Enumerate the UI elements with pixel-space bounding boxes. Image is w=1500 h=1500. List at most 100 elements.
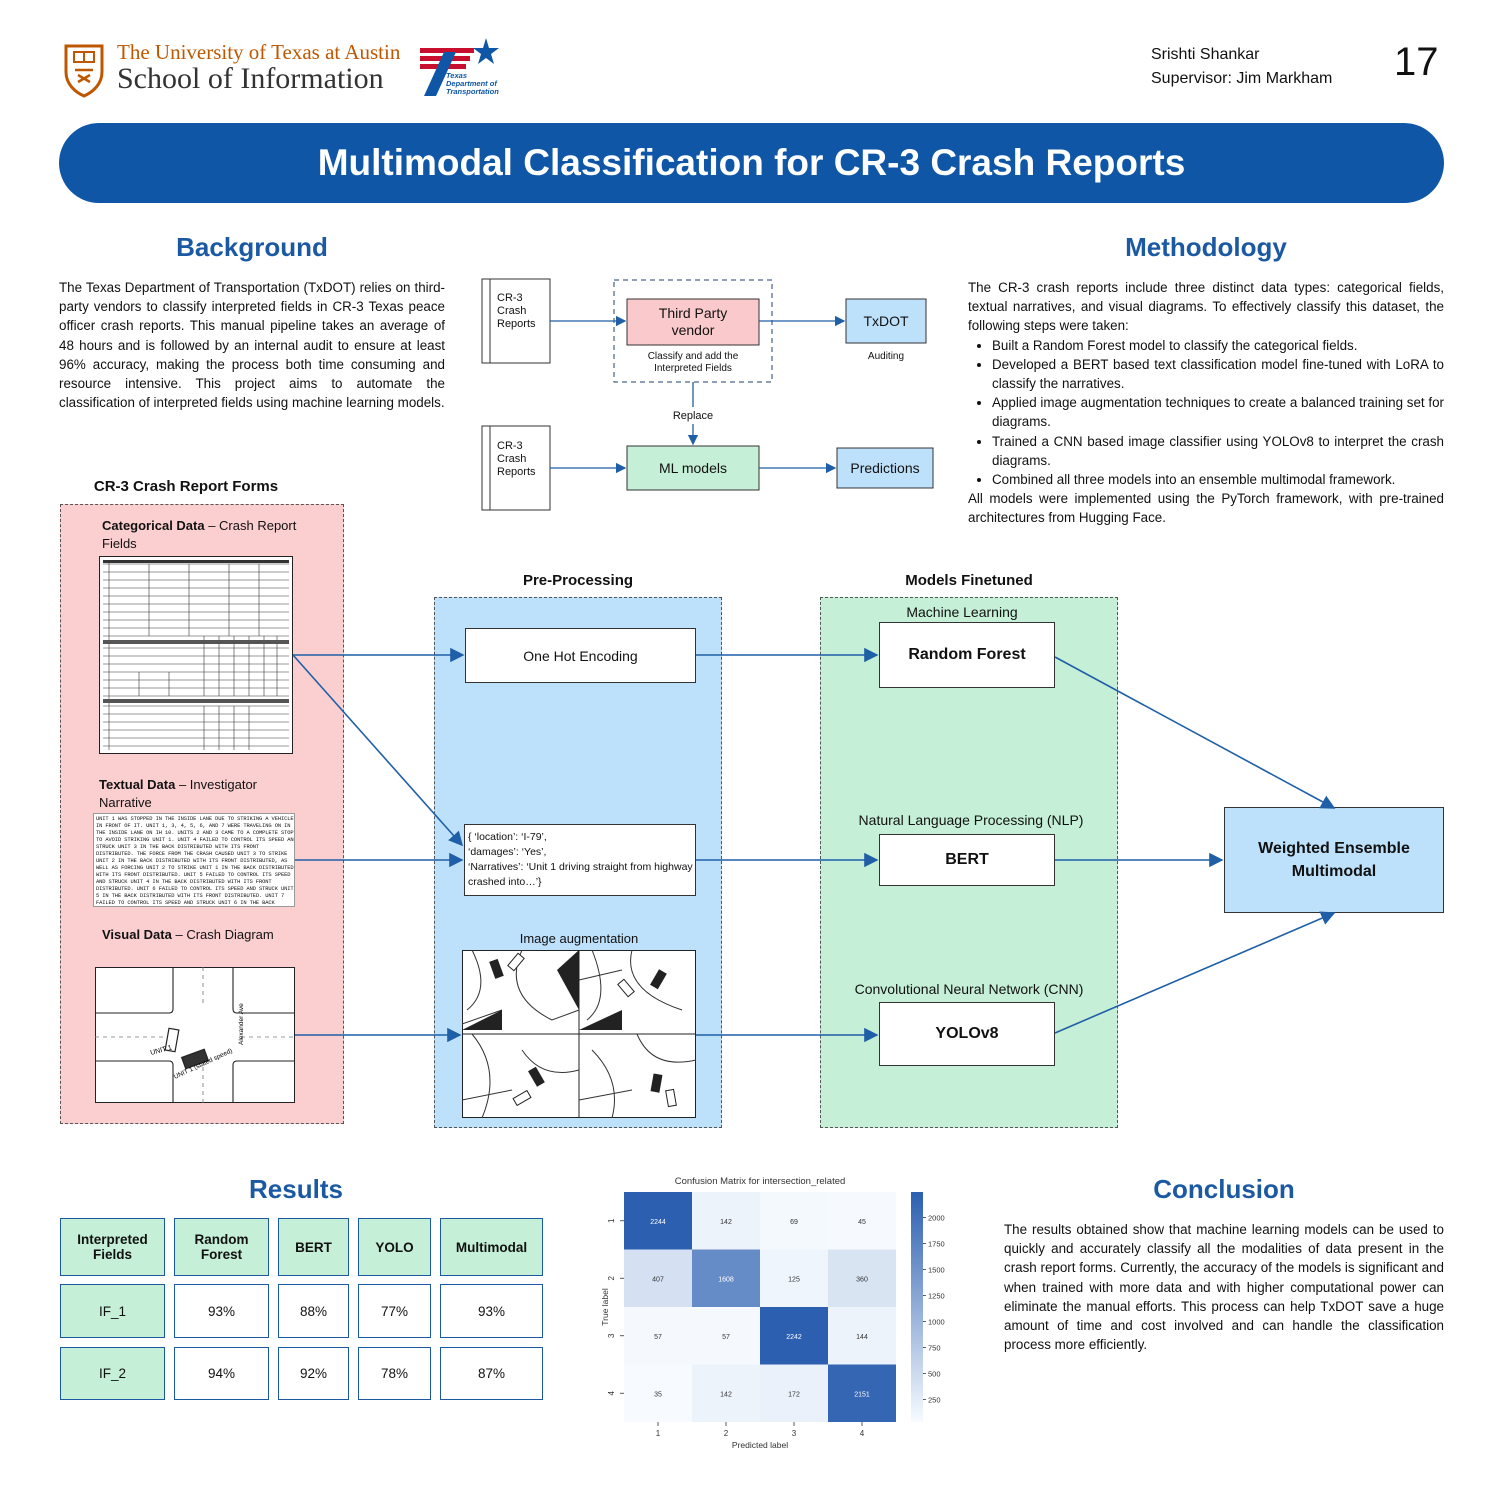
colorbar-tick-label: 2000 bbox=[928, 1213, 945, 1222]
methodology-block: The CR-3 crash reports include three dis… bbox=[968, 278, 1444, 528]
heatmap-cell-value: 2242 bbox=[786, 1334, 802, 1341]
one-hot-encoding-box: One Hot Encoding bbox=[465, 628, 696, 683]
nlp-category-label: Natural Language Processing (NLP) bbox=[858, 812, 1084, 828]
colorbar-tick-label: 250 bbox=[928, 1396, 941, 1405]
ut-line1: The University of Texas at Austin bbox=[117, 40, 401, 64]
heatmap-cell bbox=[692, 1249, 760, 1307]
txdot-logo: Texas Department of Transportation bbox=[416, 36, 500, 98]
flow-predictions-box: Predictions bbox=[850, 460, 920, 476]
x-axis-label: Predicted label bbox=[732, 1440, 788, 1450]
methodology-step: Built a Random Forest model to classify … bbox=[992, 336, 1444, 355]
results-header-cell: YOLO bbox=[358, 1218, 431, 1276]
methodology-heading: Methodology bbox=[1125, 232, 1287, 262]
heatmap-cell-value: 142 bbox=[720, 1391, 732, 1398]
preproc-heading: Pre-Processing bbox=[522, 572, 634, 589]
conclusion-text: The results obtained show that machine l… bbox=[1004, 1222, 1444, 1353]
heatmap-cell bbox=[760, 1192, 828, 1250]
x-tick-label: 1 bbox=[656, 1429, 661, 1438]
heatmap-cell bbox=[624, 1364, 692, 1422]
narrative-line: WITH ITS FRONT DISTRIBUTED. UNIT 5 FAILE… bbox=[96, 872, 291, 878]
categorical-label: Categorical Data – Crash Report Fields bbox=[102, 517, 302, 553]
visual-label: Visual Data – Crash Diagram bbox=[102, 926, 302, 944]
flow-txdot-caption: Auditing bbox=[867, 351, 905, 362]
visual-label-bold: Visual Data bbox=[102, 927, 172, 942]
heatmap-cell bbox=[828, 1364, 896, 1422]
chart-title: Confusion Matrix for intersection_relate… bbox=[675, 1176, 846, 1187]
narrative-line: AND STRUCK UNIT 4 IN THE BACK DISTRIBUTE… bbox=[96, 879, 272, 885]
x-tick-label: 2 bbox=[724, 1429, 729, 1438]
models-heading: Models Finetuned bbox=[905, 572, 1033, 589]
heatmap-cell-value: 142 bbox=[720, 1219, 732, 1226]
json-line: crashed into…’} bbox=[468, 876, 542, 888]
narrative-line: FAILED TO CONTROL ITS SPEED AND STRUCK U… bbox=[96, 900, 275, 906]
heatmap-cell-value: 1608 bbox=[718, 1276, 734, 1283]
ut-logo: The University of Texas at Austin School… bbox=[63, 40, 403, 100]
title-banner: Multimodal Classification for CR-3 Crash… bbox=[59, 123, 1444, 203]
methodology-step: Applied image augmentation techniques to… bbox=[992, 393, 1444, 431]
poster-title: Multimodal Classification for CR-3 Crash… bbox=[317, 142, 1186, 183]
results-cell: 92% bbox=[278, 1347, 349, 1400]
flow-replace-label: Replace bbox=[672, 410, 714, 422]
colorbar-tick-label: 1250 bbox=[928, 1291, 945, 1300]
methodology-step: Trained a CNN based image classifier usi… bbox=[992, 432, 1444, 470]
ml-category-label: Machine Learning bbox=[906, 604, 1018, 620]
json-line: ‘damages’: ‘Yes’, bbox=[468, 846, 547, 858]
narrative-line: DISTRIBUTED. THE FORCE FROM THE CRASH CA… bbox=[96, 851, 288, 857]
flow-vendor-box: Third Party vendor bbox=[658, 305, 728, 338]
methodology-step: Developed a BERT based text classificati… bbox=[992, 355, 1444, 393]
textual-label-bold: Textual Data bbox=[99, 777, 176, 792]
narrative-line: UNIT 1 WAS STOPPED IN THE INSIDE LANE DU… bbox=[96, 816, 294, 822]
y-tick-label: 4 bbox=[607, 1390, 616, 1395]
heatmap-cell-value: 57 bbox=[722, 1334, 730, 1341]
heatmap-cell-value: 2244 bbox=[650, 1219, 666, 1226]
results-heading: Results bbox=[249, 1174, 343, 1204]
heatmap-cell-value: 45 bbox=[858, 1219, 866, 1226]
txdot-logo-text: Texas Department of Transportation bbox=[446, 71, 499, 96]
heatmap-cell bbox=[828, 1307, 896, 1365]
colorbar-tick-label: 1000 bbox=[928, 1318, 945, 1327]
narrative-line: DISTRIBUTED. UNIT 6 FAILED TO CONTROL IT… bbox=[96, 886, 294, 892]
heatmap-cell-value: 69 bbox=[790, 1219, 798, 1226]
random-forest-box: Random Forest bbox=[879, 622, 1055, 688]
heatmap-cell bbox=[624, 1307, 692, 1365]
yolov8-box: YOLOv8 bbox=[879, 1002, 1055, 1066]
flow-vendor-caption: Classify and add the Interpreted Fields bbox=[647, 351, 739, 374]
ut-shield-icon bbox=[64, 44, 104, 98]
json-line: { ‘location’: ‘I-79’, bbox=[468, 831, 547, 843]
heatmap-cell bbox=[760, 1307, 828, 1365]
results-cell: 77% bbox=[358, 1284, 431, 1338]
flow-txdot-box: TxDOT bbox=[863, 313, 909, 329]
results-cell: 94% bbox=[174, 1347, 269, 1400]
heatmap-cell bbox=[624, 1249, 692, 1307]
heatmap-cell bbox=[692, 1364, 760, 1422]
categorical-label-bold: Categorical Data bbox=[102, 518, 205, 533]
y-tick-label: 1 bbox=[607, 1218, 616, 1223]
json-example-box: { ‘location’: ‘I-79’, ‘damages’: ‘Yes’, … bbox=[464, 824, 696, 896]
crash-diagram-image: UNIT 1 UNIT 1 (stated speed) Alexander A… bbox=[95, 967, 295, 1103]
diagram-street-label: Alexander Ave bbox=[238, 1003, 245, 1045]
results-cell: 78% bbox=[358, 1347, 431, 1400]
narrative-line: TO AVOID STRIKING UNIT 1. UNIT 4 FAILED … bbox=[96, 837, 295, 843]
narrative-line: 5 IN THE BACK DISTRIBUTED WITH ITS FRONT… bbox=[96, 893, 285, 899]
heatmap-cell-value: 360 bbox=[856, 1276, 868, 1283]
heatmap-cell-value: 125 bbox=[788, 1276, 800, 1283]
supervisor: Supervisor: Jim Markham bbox=[1151, 70, 1333, 87]
x-tick-label: 4 bbox=[860, 1429, 865, 1438]
bert-box: BERT bbox=[879, 834, 1055, 886]
heatmap-cell bbox=[692, 1192, 760, 1250]
categorical-label-rest: – Crash Report Fields bbox=[102, 518, 297, 551]
txdot-star-icon bbox=[420, 38, 499, 96]
methodology-outro: All models were implemented using the Py… bbox=[968, 491, 1444, 526]
results-cell: IF_2 bbox=[60, 1347, 165, 1400]
methodology-intro: The CR-3 crash reports include three dis… bbox=[968, 280, 1444, 334]
colorbar bbox=[911, 1192, 923, 1422]
colorbar-tick-label: 1500 bbox=[928, 1265, 945, 1274]
forms-heading: CR-3 Crash Report Forms bbox=[93, 478, 279, 495]
textual-label-rest: – Investigator Narrative bbox=[99, 777, 257, 810]
flow-doc-1-label: CR-3 Crash Reports bbox=[497, 292, 536, 330]
narrative-line: STRUCK UNIT 3 IN THE BACK DISTRIBUTED WI… bbox=[96, 844, 260, 850]
poster-number: 17 bbox=[1394, 40, 1439, 84]
cnn-category-label: Convolutional Neural Network (CNN) bbox=[854, 981, 1084, 997]
heatmap-cell-value: 57 bbox=[654, 1334, 662, 1341]
heatmap-cell bbox=[624, 1192, 692, 1250]
